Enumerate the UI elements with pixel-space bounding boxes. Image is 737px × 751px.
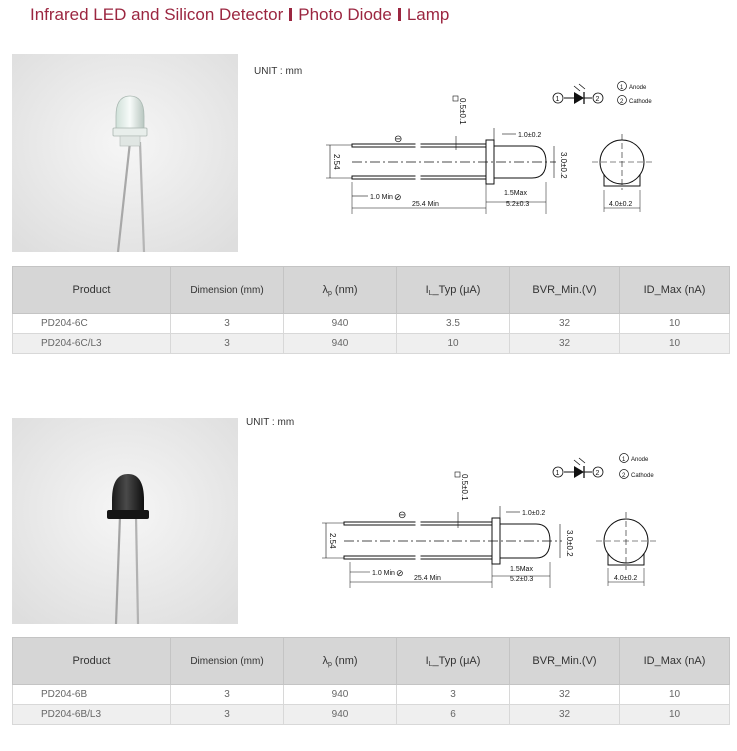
dim-pitch: 2.54 <box>332 154 341 170</box>
table-row: PD204-6C 3 940 3.5 32 10 <box>12 313 730 334</box>
cell-wavelength: 940 <box>283 333 397 354</box>
cell-id: 10 <box>619 704 730 725</box>
cell-id: 10 <box>619 333 730 354</box>
dim-max: 1.5Max <box>510 566 533 573</box>
dimension-drawing: 1 2 1 Anode 2 Cathode 0.5±0.1 ⊖ 1.0±0.2 … <box>326 81 652 214</box>
cell-dimension: 3 <box>170 313 284 334</box>
header-product: Product <box>12 637 171 685</box>
svg-text:2: 2 <box>620 99 624 105</box>
spec-table: Product Dimension (mm) λp (nm) IL_Typ (μ… <box>12 637 730 725</box>
dim-lens-length: 1.0±0.2 <box>518 132 541 139</box>
unit-label: UNIT : mm <box>246 417 295 428</box>
cell-wavelength: 940 <box>283 313 397 334</box>
pin-legend: 1 Anode 2 Cathode <box>619 453 654 479</box>
cell-bvr: 32 <box>509 333 620 354</box>
cell-bvr: 32 <box>509 313 620 334</box>
cell-product: PD204-6B/L3 <box>12 704 171 725</box>
unit-label: UNIT : mm <box>254 66 303 77</box>
dim-lead-len: 25.4 Min <box>412 201 439 208</box>
product-photo-black-lamp <box>12 418 238 624</box>
header-id: ID_Max (nA) <box>619 637 730 685</box>
cell-dimension: 3 <box>170 684 284 705</box>
dim-body-dia: 3.0±0.2 <box>559 152 568 179</box>
table-row: PD204-6B/L3 3 940 6 32 10 <box>12 704 730 725</box>
title-part-1: Infrared LED and Silicon Detector <box>30 5 284 24</box>
svg-text:2: 2 <box>596 96 600 103</box>
title-part-3: Lamp <box>406 5 450 24</box>
cell-light-current: 3.5 <box>396 313 510 334</box>
cell-bvr: 32 <box>509 684 620 705</box>
header-wavelength: λp (nm) <box>283 637 397 685</box>
pin-legend: 1 Anode 2 Cathode <box>617 81 652 105</box>
cell-product: PD204-6C <box>12 313 171 334</box>
dim-lead-offset: 0.5±0.1 <box>458 98 467 125</box>
svg-text:⊖: ⊖ <box>394 134 402 145</box>
header-light-current: IL_Typ (μA) <box>396 266 510 314</box>
cell-bvr: 32 <box>509 704 620 725</box>
header-bvr: BVR_Min.(V) <box>509 266 620 314</box>
dim-lead-len: 25.4 Min <box>414 575 441 582</box>
page-title: Infrared LED and Silicon Detector Photo D… <box>30 5 449 25</box>
dim-lens-length: 1.0±0.2 <box>522 510 545 517</box>
cell-light-current: 10 <box>396 333 510 354</box>
svg-text:⊘: ⊘ <box>396 568 404 578</box>
dim-flange: 4.0±0.2 <box>609 201 632 208</box>
dim-lead-offset: 0.5±0.1 <box>460 474 469 501</box>
svg-text:1: 1 <box>556 96 560 103</box>
header-dimension: Dimension (mm) <box>170 637 284 685</box>
dim-body-len: 5.2±0.3 <box>506 201 529 208</box>
header-wavelength: λp (nm) <box>283 266 397 314</box>
table-row: PD204-6C/L3 3 940 10 32 10 <box>12 333 730 354</box>
diode-symbol: 1 2 <box>552 83 604 104</box>
svg-text:2: 2 <box>622 473 626 479</box>
legend-cathode: Cathode <box>629 99 652 105</box>
header-light-current: IL_Typ (μA) <box>396 637 510 685</box>
cell-wavelength: 940 <box>283 704 397 725</box>
dim-min-1: 1.0 Min <box>370 194 393 201</box>
cell-wavelength: 940 <box>283 684 397 705</box>
title-separator <box>289 8 293 21</box>
dim-body-len: 5.2±0.3 <box>510 576 533 583</box>
svg-text:1: 1 <box>556 470 560 477</box>
cell-id: 10 <box>619 313 730 334</box>
dim-pitch: 2.54 <box>328 533 337 549</box>
svg-text:2: 2 <box>596 470 600 477</box>
title-part-2: Photo Diode <box>298 5 392 24</box>
cell-dimension: 3 <box>170 704 284 725</box>
header-product: Product <box>12 266 171 314</box>
dim-flange: 4.0±0.2 <box>614 575 637 582</box>
legend-anode: Anode <box>629 85 647 91</box>
legend-cathode: Cathode <box>631 473 654 479</box>
dim-max: 1.5Max <box>504 190 527 197</box>
cell-light-current: 3 <box>396 684 510 705</box>
svg-text:1: 1 <box>622 457 626 463</box>
spec-table: Product Dimension (mm) λp (nm) IL_Typ (μ… <box>12 266 730 354</box>
dim-min-1: 1.0 Min <box>372 570 395 577</box>
table-row: PD204-6B 3 940 3 32 10 <box>12 684 730 705</box>
svg-text:⊘: ⊘ <box>394 192 402 202</box>
header-id: ID_Max (nA) <box>619 266 730 314</box>
product-photo-clear-lamp <box>12 54 238 252</box>
header-bvr: BVR_Min.(V) <box>509 637 620 685</box>
title-separator <box>397 8 401 21</box>
diode-symbol: 1 2 <box>552 457 604 478</box>
cell-dimension: 3 <box>170 333 284 354</box>
header-dimension: Dimension (mm) <box>170 266 284 314</box>
dim-body-dia: 3.0±0.2 <box>565 530 574 557</box>
svg-text:⊖: ⊖ <box>398 510 406 521</box>
svg-text:1: 1 <box>620 85 624 91</box>
cell-light-current: 6 <box>396 704 510 725</box>
legend-anode: Anode <box>631 457 649 463</box>
dimension-drawing: 1 2 1 Anode 2 Cathode 0.5±0.1 ⊖ 1.0±0.2 … <box>322 453 656 588</box>
cell-product: PD204-6B <box>12 684 171 705</box>
cell-product: PD204-6C/L3 <box>12 333 171 354</box>
cell-id: 10 <box>619 684 730 705</box>
